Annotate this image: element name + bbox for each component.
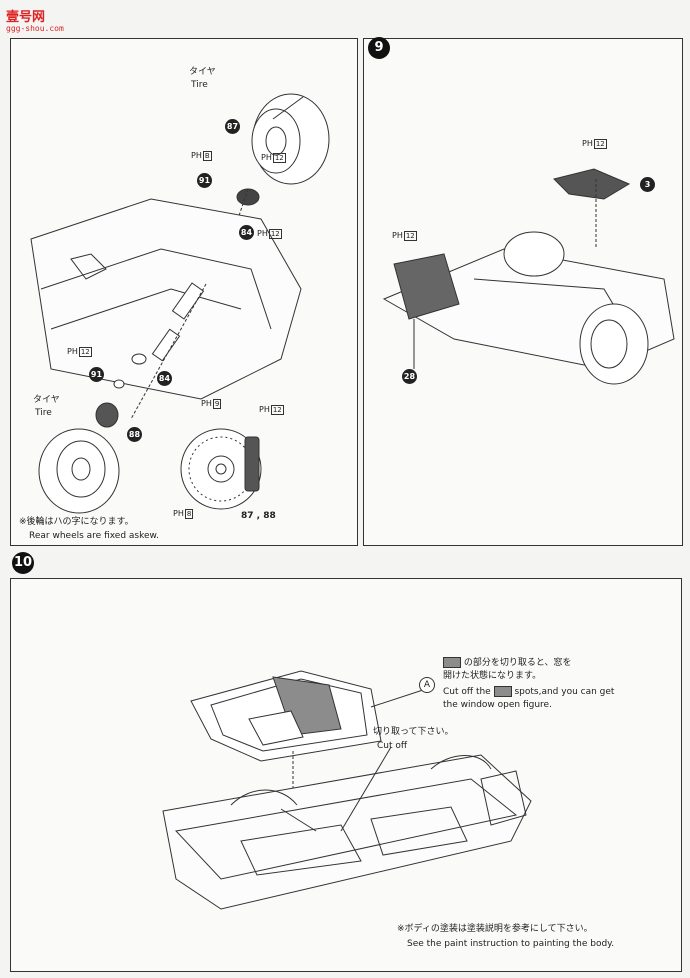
tire-top-label-jp: タイヤ — [189, 67, 216, 77]
ph-prefix: PH — [261, 153, 272, 162]
ph-prefix: PH — [191, 151, 202, 160]
body-drawing — [162, 670, 532, 910]
ph-prefix: PH — [201, 399, 212, 408]
panel-step-10: の部分を切り取ると、窓を 開けた状態になります。 Cut off the spo… — [10, 578, 682, 972]
tire-top-label-en: Tire — [191, 80, 208, 90]
cutout-note-line-1: の部分を切り取ると、窓を — [443, 657, 572, 669]
cutout-note-en-3: the window open figure. — [443, 700, 552, 710]
step9-drawing — [382, 168, 675, 385]
label-a-circle: A — [419, 677, 435, 693]
site-logo: 壹号网 — [6, 10, 46, 25]
rear-axle-drawing — [30, 93, 330, 514]
label-a-text: A — [423, 680, 431, 690]
ph-prefix: PH — [173, 509, 184, 518]
part-3-label: 3 — [640, 177, 655, 192]
ph-12b-box: 12 — [268, 229, 282, 239]
ph-12d-box: 12 — [270, 405, 284, 415]
ph-prefix: PH — [259, 405, 270, 414]
tire-bottom-label-jp: タイヤ — [33, 395, 60, 405]
part-84-bottom-label: 84 — [157, 371, 172, 386]
part-91-top-label: 91 — [197, 173, 212, 188]
ph-8-box: 8 — [184, 509, 194, 519]
cutout-swatch-icon — [443, 657, 461, 668]
ph-12-top-box: 12 — [593, 139, 607, 149]
rear-wheel-note-jp: ※後輪はハの字になります。 — [19, 517, 134, 527]
step-10-badge: 10 — [12, 552, 34, 574]
ph-prefix: PH — [582, 139, 593, 148]
cutout-note-jp-2: 開けた状態になります。 — [443, 671, 542, 681]
cutoff-label-en: Cut off — [377, 741, 408, 751]
step-9-badge: 9 — [368, 37, 390, 59]
rear-wheel-note-en: Rear wheels are fixed askew. — [29, 531, 159, 541]
cutout-note-en-2: spots,and you can get — [514, 687, 615, 697]
cutout-note-jp-1: の部分を切り取ると、窓を — [463, 658, 572, 668]
ph-b-box: B — [202, 151, 212, 161]
part-91-bottom-label: 91 — [89, 367, 104, 382]
site-url: ggg-shou.com — [6, 24, 64, 33]
cutout-swatch-icon-2 — [493, 686, 512, 697]
paint-note-jp: ※ボディの塗装は塗装説明を参考にして下さい。 — [397, 924, 593, 934]
part-88-label: 88 — [127, 427, 142, 442]
tire-bottom-label-en: Tire — [35, 408, 52, 418]
ph-12c-box: 12 — [78, 347, 92, 357]
part-87-label: 87 — [225, 119, 240, 134]
ph-12a-box: 12 — [272, 153, 286, 163]
part-84-top-label: 84 — [239, 225, 254, 240]
cutout-note-en-line: Cut off the spots,and you can get — [443, 686, 614, 698]
ph-12-left-box: 12 — [403, 231, 417, 241]
ph-9-box: 9 — [212, 399, 222, 409]
paint-note-en: See the paint instruction to painting th… — [407, 939, 615, 949]
ph-prefix: PH — [257, 229, 268, 238]
cutout-note-en-1: Cut off the — [443, 687, 491, 697]
ph-prefix: PH — [392, 231, 403, 240]
part-28-label: 28 — [402, 369, 417, 384]
cutoff-label-jp: 切り取って下さい。 — [373, 727, 454, 737]
part-87-88-label: 87 , 88 — [241, 511, 276, 521]
ph-prefix: PH — [67, 347, 78, 356]
